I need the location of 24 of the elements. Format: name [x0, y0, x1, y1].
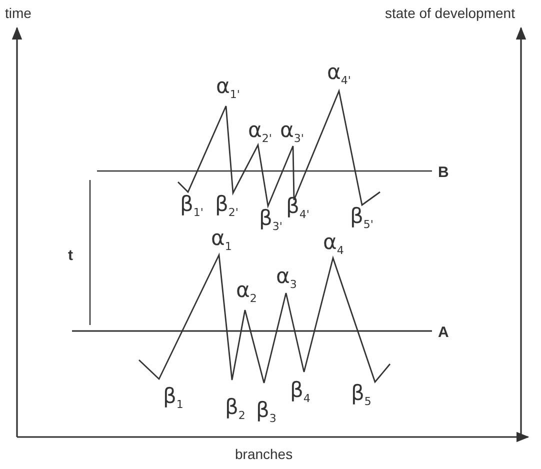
trough-label: β$_{4'}$ [286, 196, 310, 220]
peak-label: α$_{4'}$ [327, 62, 351, 86]
peak-label: α$_{4}$ [323, 232, 344, 256]
interval-label: t [68, 248, 73, 263]
peak-label: α$_{1'}$ [216, 76, 240, 100]
axis-label: branches [235, 447, 293, 461]
trough-label: β$_{1}$ [163, 386, 184, 410]
axis-label: time [5, 6, 32, 20]
trough-label: β$_{1'}$ [180, 194, 204, 218]
peak-label: α$_{1}$ [211, 228, 232, 252]
peak-label: α$_{2'}$ [248, 120, 272, 144]
trough-label: β$_{5}$ [351, 383, 372, 408]
line-label: A [438, 325, 449, 340]
trough-label: β$_{2}$ [225, 397, 246, 422]
peak-label: α$_{3'}$ [280, 120, 304, 144]
peak-label: α$_{2}$ [236, 280, 257, 304]
trough-label: β$_{5'}$ [350, 206, 374, 230]
trough-label: β$_{3'}$ [259, 208, 282, 232]
trough-label: β$_{4}$ [290, 380, 310, 404]
trough-label: β$_{3}$ [256, 400, 276, 424]
axis-label: state of development [385, 6, 515, 20]
trough-label: β$_{2'}$ [215, 194, 238, 218]
line-label: B [438, 165, 449, 180]
peak-label: α$_{3}$ [276, 266, 297, 290]
